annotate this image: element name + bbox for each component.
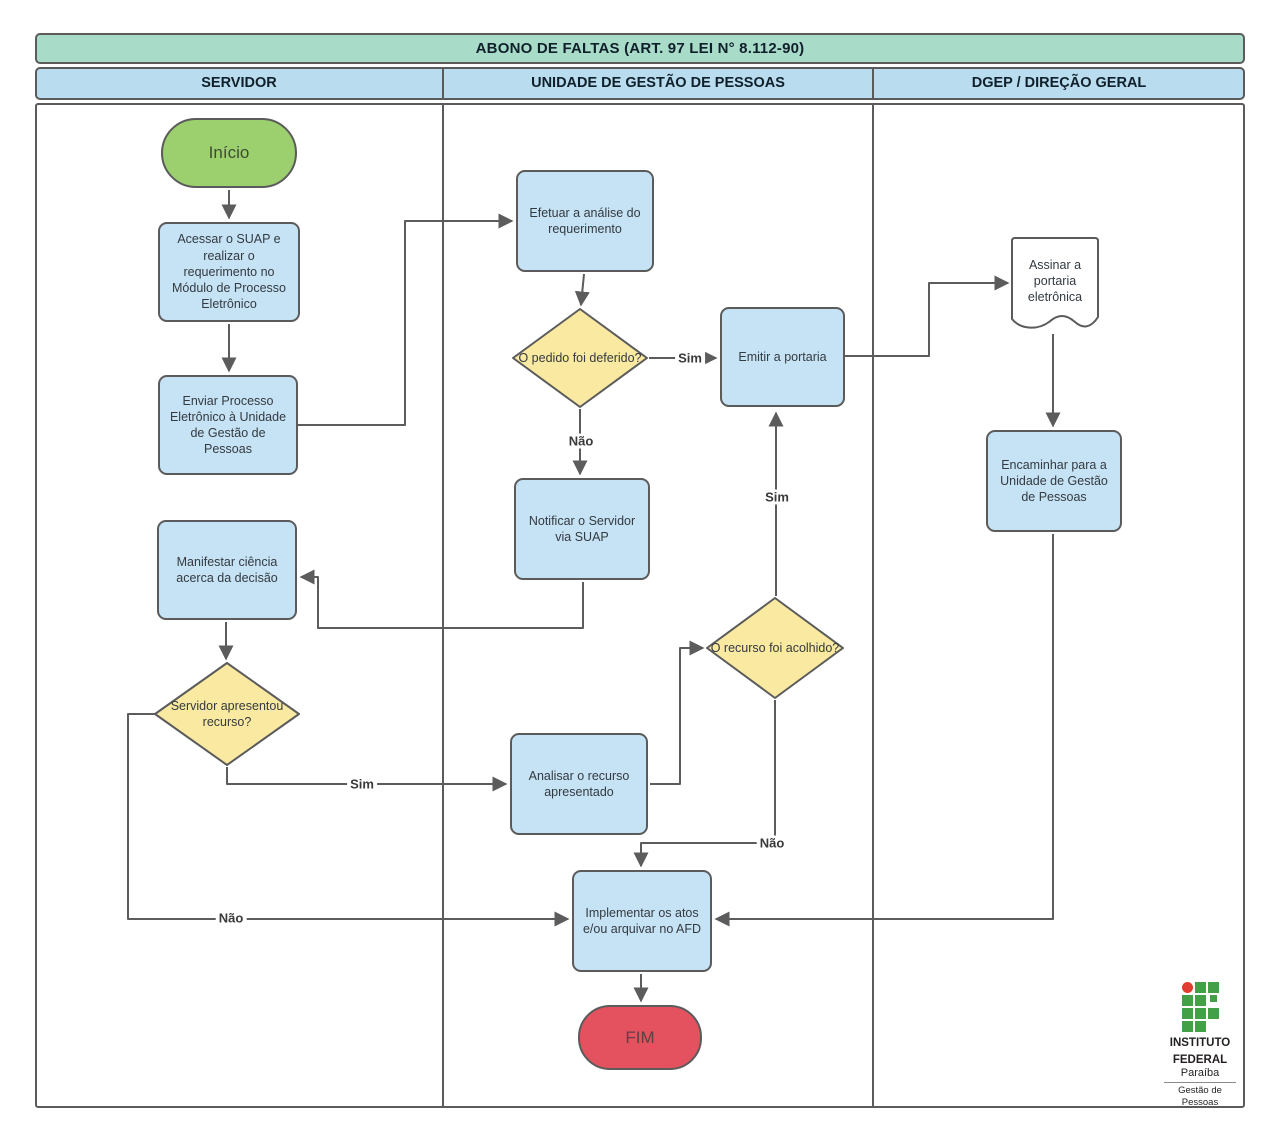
node-emitir-portaria: Emitir a portaria bbox=[720, 307, 845, 407]
logo-square bbox=[1207, 1008, 1219, 1019]
document-assinar-portaria-label: Assinar a portaria eletrônica bbox=[1027, 257, 1083, 305]
lane-header-dgep: DGEP / DIREÇÃO GERAL bbox=[971, 75, 1147, 91]
logo-square bbox=[1194, 1008, 1206, 1019]
edge-emitir-assinar bbox=[845, 275, 1010, 357]
edge-recurso-sim-analisar bbox=[226, 767, 508, 792]
logo-text-federal: FEDERAL bbox=[1172, 1054, 1228, 1067]
node-efetuar-analise-label: Efetuar a análise do requerimento bbox=[529, 205, 641, 236]
logo-separator bbox=[1164, 1082, 1236, 1084]
edge-enviar-efetuar bbox=[298, 213, 514, 426]
logo-square bbox=[1194, 982, 1206, 993]
logo-text-instituto: INSTITUTO bbox=[1169, 1037, 1231, 1049]
ifpb-logo: INSTITUTO FEDERAL Paraíba Gestão de Pess… bbox=[1156, 982, 1244, 1108]
edge-encaminhar-implementar bbox=[714, 534, 1054, 927]
logo-square bbox=[1181, 1021, 1193, 1032]
edge-label-deferido-nao: Não bbox=[565, 433, 597, 449]
logo-square-small bbox=[1209, 995, 1217, 1002]
edge-label-recurso-nao: Não bbox=[215, 910, 247, 926]
node-encaminhar-ugp: Encaminhar para a Unidade de Gestão de P… bbox=[986, 430, 1122, 532]
logo-text-paraiba: Paraíba bbox=[1180, 1067, 1220, 1080]
node-analisar-recurso: Analisar o recurso apresentado bbox=[510, 733, 648, 835]
node-efetuar-analise: Efetuar a análise do requerimento bbox=[516, 170, 654, 272]
edge-acolhido-nao-implementar bbox=[633, 700, 776, 868]
node-implementar-atos-label: Implementar os atos e/ou arquivar no AFD bbox=[582, 905, 702, 936]
document-assinar-portaria-label-box: Assinar a portaria eletrônica bbox=[1012, 246, 1098, 316]
logo-square bbox=[1194, 995, 1206, 1006]
logo-text-gestao: Gestão de bbox=[1178, 1085, 1222, 1097]
logo-square bbox=[1181, 1008, 1193, 1019]
node-notificar-servidor: Notificar o Servidor via SUAP bbox=[514, 478, 650, 580]
node-analisar-recurso-label: Analisar o recurso apresentado bbox=[528, 768, 630, 799]
logo-square bbox=[1207, 982, 1219, 993]
node-emitir-portaria-label: Emitir a portaria bbox=[738, 349, 827, 364]
node-manifestar-ciencia-label: Manifestar ciência acerca da decisão bbox=[176, 554, 278, 585]
node-enviar-processo-label: Enviar Processo Eletrônico à Unidade de … bbox=[169, 393, 287, 457]
edge-efetuar-deferido bbox=[574, 273, 590, 307]
node-acessar-suap-label: Acessar o SUAP e realizar o requerimento… bbox=[172, 232, 286, 312]
edge-label-recurso-sim: Sim bbox=[347, 776, 377, 792]
node-manifestar-ciencia: Manifestar ciência acerca da decisão bbox=[157, 520, 297, 620]
ifpb-logo-row bbox=[1181, 1021, 1219, 1032]
edge-label-acolhido-nao: Não bbox=[756, 835, 788, 851]
edge-analisar-acolhido bbox=[650, 640, 705, 785]
ifpb-logo-row bbox=[1181, 1008, 1219, 1019]
edge-notificar-manifestar bbox=[299, 569, 584, 629]
node-acessar-suap: Acessar o SUAP e realizar o requerimento… bbox=[158, 222, 300, 322]
lane-body-divider-1 bbox=[442, 103, 444, 1108]
lane-header-band bbox=[35, 67, 1245, 100]
node-implementar-atos: Implementar os atos e/ou arquivar no AFD bbox=[572, 870, 712, 972]
lane-body-divider-2 bbox=[872, 103, 874, 1108]
edge-label-acolhido-sim: Sim bbox=[762, 489, 792, 505]
ifpb-logo-row bbox=[1181, 982, 1219, 993]
document-assinar-portaria bbox=[1011, 237, 1099, 329]
ifpb-logo-row bbox=[1181, 995, 1219, 1006]
lane-header-ugp: UNIDADE DE GESTÃO DE PESSOAS bbox=[531, 75, 785, 91]
logo-square bbox=[1194, 1021, 1206, 1032]
edge-label-deferido-sim: Sim bbox=[675, 350, 705, 366]
lane-header-divider-1 bbox=[442, 67, 444, 100]
lane-header-divider-2 bbox=[872, 67, 874, 100]
node-notificar-servidor-label: Notificar o Servidor via SUAP bbox=[528, 513, 636, 544]
node-inicio-label: Início bbox=[208, 143, 250, 162]
ifpb-logo-mark bbox=[1181, 982, 1219, 1032]
flow-title: ABONO DE FALTAS (ART. 97 LEI N° 8.112-90… bbox=[475, 40, 805, 57]
node-encaminhar-ugp-label: Encaminhar para a Unidade de Gestão de P… bbox=[1000, 457, 1108, 505]
node-enviar-processo: Enviar Processo Eletrônico à Unidade de … bbox=[158, 375, 298, 475]
edge-recurso-nao-implementar bbox=[127, 713, 570, 927]
decision-pedido-deferido bbox=[512, 308, 648, 408]
decision-recurso-acolhido bbox=[706, 597, 844, 699]
logo-square bbox=[1181, 995, 1193, 1006]
logo-text-pessoas: Pessoas bbox=[1181, 1096, 1219, 1108]
logo-square-gap bbox=[1208, 1021, 1219, 1032]
node-fim-label: FIM bbox=[625, 1027, 655, 1047]
flow-title-bar: ABONO DE FALTAS (ART. 97 LEI N° 8.112-90… bbox=[35, 33, 1245, 64]
node-fim: FIM bbox=[578, 1005, 702, 1070]
node-inicio: Início bbox=[161, 118, 297, 188]
logo-red-dot bbox=[1181, 982, 1193, 993]
decision-apresentou-recurso bbox=[154, 662, 300, 766]
lane-header-servidor: SERVIDOR bbox=[201, 75, 277, 91]
